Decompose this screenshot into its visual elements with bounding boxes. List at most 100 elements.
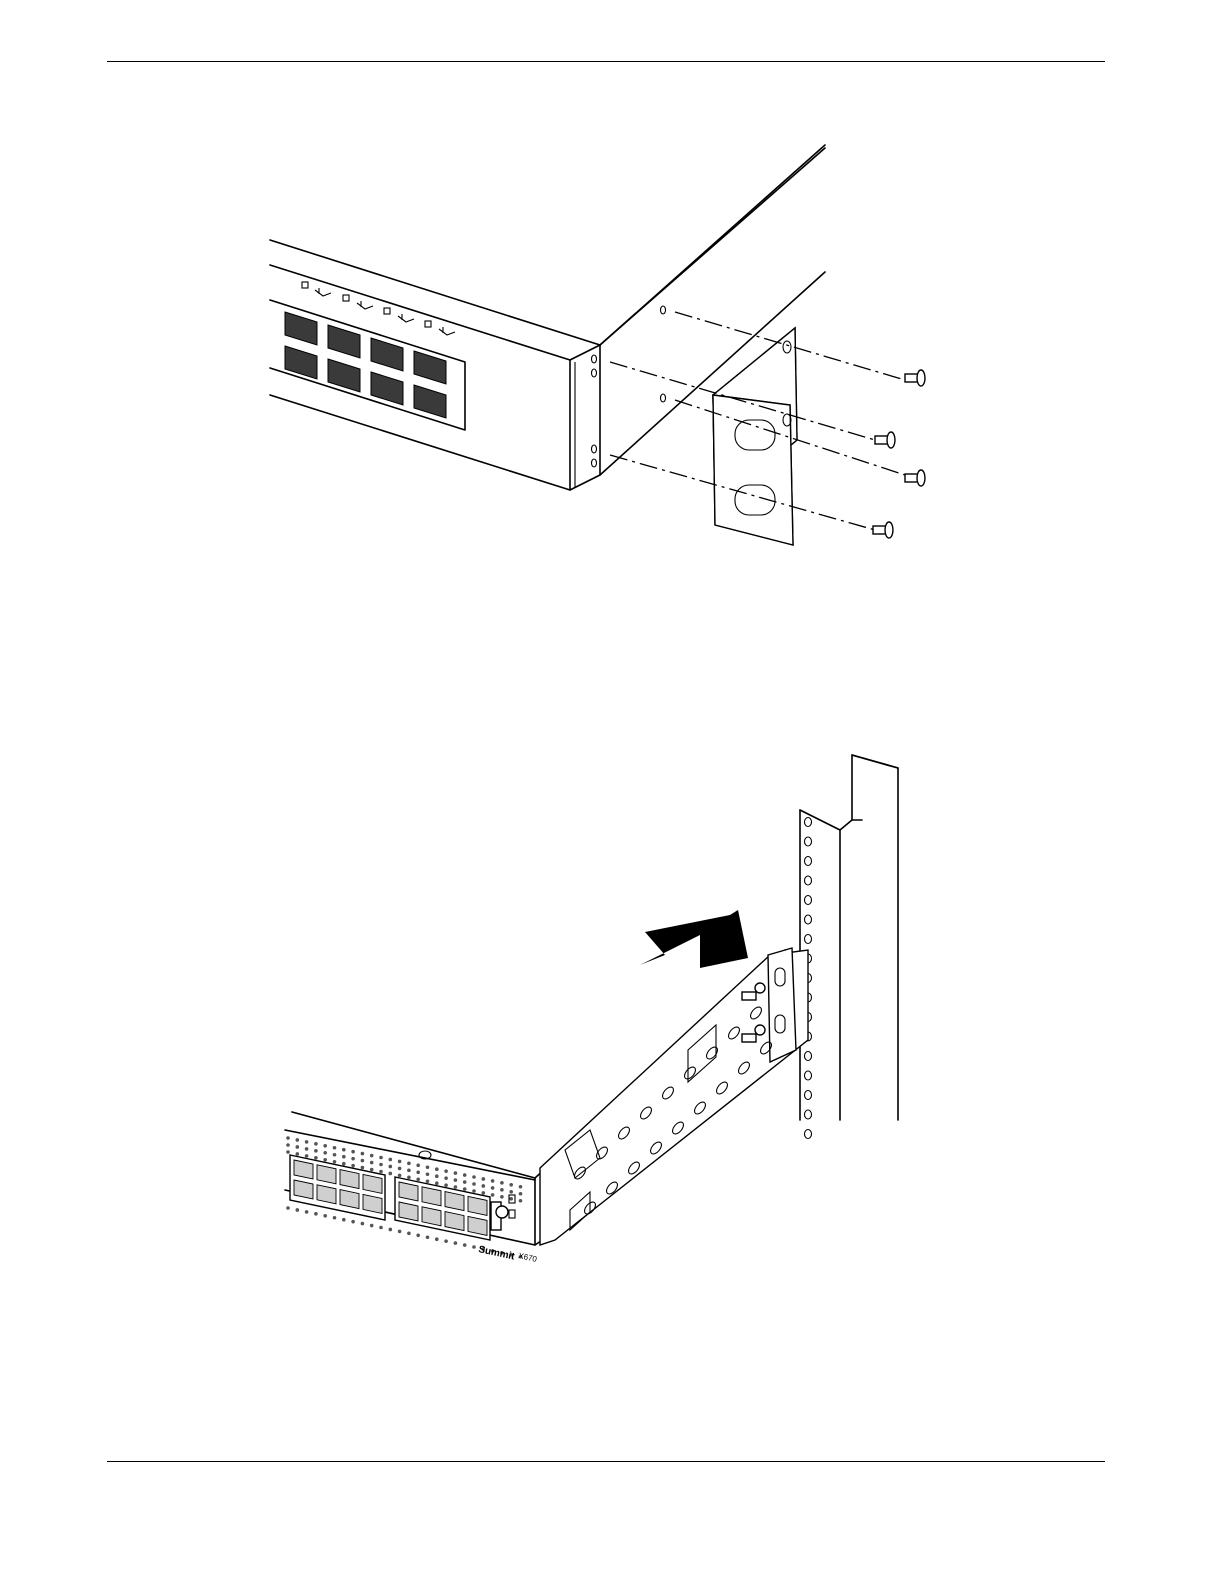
insert-direction-arrow bbox=[640, 910, 748, 968]
vent-hole bbox=[305, 1140, 309, 1144]
vent-hole bbox=[463, 1243, 467, 1247]
vent-hole bbox=[314, 1149, 318, 1153]
vent-hole bbox=[519, 1199, 523, 1203]
vent-hole bbox=[314, 1156, 318, 1160]
vent-hole bbox=[305, 1147, 309, 1151]
vent-hole bbox=[482, 1177, 486, 1181]
vent-hole bbox=[398, 1167, 402, 1171]
vent-hole bbox=[370, 1168, 374, 1172]
vent-hole bbox=[435, 1181, 439, 1185]
vent-hole bbox=[342, 1148, 346, 1152]
vent-hole bbox=[491, 1186, 495, 1190]
vent-hole bbox=[398, 1174, 402, 1178]
vent-hole bbox=[416, 1234, 420, 1238]
device-model-label: X670 bbox=[518, 1251, 539, 1264]
vent-hole bbox=[472, 1182, 476, 1186]
rack-hole bbox=[805, 896, 812, 905]
vent-hole bbox=[296, 1208, 300, 1212]
vent-hole bbox=[370, 1154, 374, 1158]
vent-hole bbox=[509, 1183, 513, 1187]
vent-hole bbox=[323, 1151, 327, 1155]
bracket-attachment-illustration bbox=[265, 140, 965, 560]
vent-hole bbox=[398, 1230, 402, 1234]
vent-hole bbox=[361, 1152, 365, 1156]
rack-hole bbox=[805, 1071, 812, 1080]
vent-hole bbox=[426, 1235, 430, 1239]
vent-hole bbox=[500, 1188, 504, 1192]
vent-hole bbox=[379, 1163, 383, 1167]
vent-hole bbox=[472, 1245, 476, 1249]
vent-hole bbox=[305, 1154, 309, 1158]
device-brand-label: Summit bbox=[477, 1244, 516, 1263]
vent-hole bbox=[426, 1165, 430, 1169]
vent-hole bbox=[296, 1152, 300, 1156]
side-mounting-rail bbox=[540, 948, 808, 1245]
vent-hole bbox=[509, 1190, 513, 1194]
vent-hole bbox=[342, 1218, 346, 1222]
switch-top-edge bbox=[270, 145, 825, 345]
vent-hole bbox=[286, 1206, 290, 1210]
vent-hole bbox=[351, 1157, 355, 1161]
rack-mounting-illustration: Summit X670 bbox=[280, 750, 920, 1280]
vent-hole bbox=[286, 1143, 290, 1147]
vent-hole bbox=[389, 1158, 393, 1162]
vent-hole bbox=[463, 1173, 467, 1177]
rack-hole bbox=[805, 876, 812, 885]
vent-hole bbox=[333, 1153, 337, 1157]
vent-hole bbox=[333, 1146, 337, 1150]
vent-hole bbox=[500, 1181, 504, 1185]
vent-hole bbox=[286, 1136, 290, 1140]
vent-hole bbox=[361, 1166, 365, 1170]
vent-hole bbox=[389, 1172, 393, 1176]
vent-hole bbox=[342, 1162, 346, 1166]
vent-hole bbox=[500, 1195, 504, 1199]
vent-hole bbox=[305, 1210, 309, 1214]
rack-hole bbox=[805, 915, 812, 924]
rack-hole bbox=[805, 857, 812, 866]
rack-hole bbox=[805, 935, 812, 944]
vent-hole bbox=[379, 1170, 383, 1174]
bracket-attachment-figure bbox=[265, 140, 965, 560]
vent-hole bbox=[454, 1171, 458, 1175]
rj45-ports bbox=[285, 312, 446, 418]
vent-hole bbox=[482, 1184, 486, 1188]
vent-hole bbox=[435, 1167, 439, 1171]
header-rule bbox=[107, 61, 1105, 62]
vent-hole bbox=[463, 1180, 467, 1184]
vent-hole bbox=[426, 1179, 430, 1183]
vent-hole bbox=[444, 1169, 448, 1173]
vent-hole bbox=[398, 1160, 402, 1164]
rack-hole bbox=[805, 1110, 812, 1119]
led-indicator-row bbox=[302, 282, 455, 335]
sfp-ports bbox=[294, 1160, 487, 1235]
vent-hole bbox=[351, 1150, 355, 1154]
vent-hole bbox=[314, 1212, 318, 1216]
vent-hole bbox=[454, 1185, 458, 1189]
vent-hole bbox=[361, 1222, 365, 1226]
rack-mounting-figure: Summit X670 bbox=[280, 750, 920, 1280]
screws bbox=[873, 370, 925, 538]
vent-hole bbox=[333, 1160, 337, 1164]
vent-hole bbox=[416, 1171, 420, 1175]
vent-hole bbox=[296, 1145, 300, 1149]
vent-hole bbox=[463, 1187, 467, 1191]
vent-hole bbox=[491, 1179, 495, 1183]
switch-side-holes bbox=[592, 306, 666, 467]
vent-hole bbox=[323, 1158, 327, 1162]
vent-hole bbox=[314, 1142, 318, 1146]
rack-hole bbox=[805, 818, 812, 827]
vent-hole bbox=[407, 1162, 411, 1166]
vent-hole bbox=[323, 1214, 327, 1218]
vent-hole bbox=[389, 1228, 393, 1232]
vent-hole bbox=[407, 1232, 411, 1236]
rack-hole bbox=[805, 1091, 812, 1100]
rack-hole bbox=[805, 1052, 812, 1061]
vent-hole bbox=[454, 1241, 458, 1245]
vent-hole bbox=[407, 1169, 411, 1173]
vent-hole bbox=[435, 1174, 439, 1178]
rack-hole bbox=[805, 1130, 812, 1139]
vent-hole bbox=[296, 1138, 300, 1142]
rack-hole bbox=[805, 837, 812, 846]
vent-hole bbox=[379, 1156, 383, 1160]
vent-hole bbox=[519, 1185, 523, 1189]
